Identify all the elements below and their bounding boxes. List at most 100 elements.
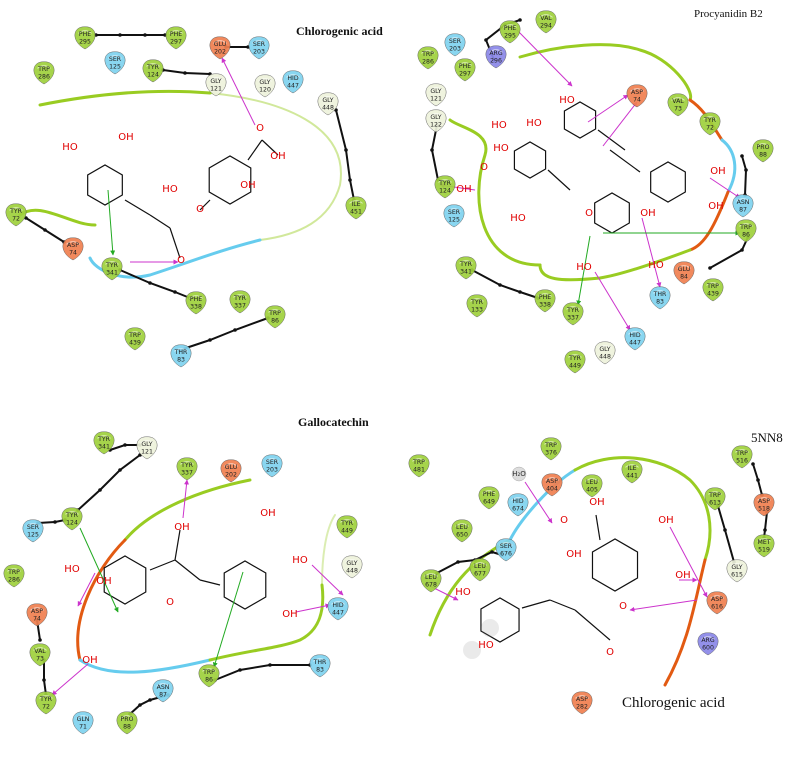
atom-label: HO (162, 184, 178, 195)
pocket-outline (573, 456, 712, 562)
atom-label: O (166, 597, 174, 608)
pocket-outline (321, 514, 336, 586)
hbond-arrow (641, 217, 662, 288)
atom-label: HO (576, 262, 592, 273)
residue-name: TRP (37, 66, 50, 73)
residue-number: 86 (742, 232, 750, 239)
atom-label: O (606, 647, 614, 658)
catechol-ring-a (563, 101, 597, 139)
atom-label: OH (118, 132, 133, 143)
residue-name: SER (448, 209, 461, 216)
pocket-outline (208, 583, 325, 662)
residue-number: 125 (448, 217, 460, 224)
chromane-ring-a (650, 161, 686, 203)
hbond-arrow (77, 572, 96, 607)
pocket-outline (209, 92, 342, 241)
residue-number: 338 (539, 302, 551, 309)
residue-name: GLU (214, 41, 226, 48)
hbond-arrow (629, 599, 698, 612)
backbone-chain (161, 68, 212, 76)
atom-label: O (480, 162, 488, 173)
residue-name: ASP (631, 89, 643, 96)
molecule-structures (18, 18, 769, 716)
chromane-ring-b (594, 192, 630, 234)
hbond-arrow (524, 481, 553, 524)
backbone-chain (435, 550, 504, 575)
panel-3-title: Gallocatechin (298, 415, 369, 429)
pocket-outline (518, 43, 693, 102)
residue-number: 73 (36, 656, 44, 663)
residue-name: GLY (430, 114, 441, 121)
residue-number: 72 (706, 125, 714, 132)
backbone-chain (24, 216, 66, 244)
backbone-chain (740, 154, 748, 197)
residue-name: TRP (706, 283, 719, 290)
interaction-arrows (51, 27, 741, 696)
backbone-chain (178, 316, 270, 352)
residue-name: HID (629, 332, 640, 339)
residue-number: 87 (739, 207, 747, 214)
residue-number: 203 (449, 46, 461, 53)
residue-number: 202 (214, 49, 226, 56)
atom-label: OH (260, 508, 275, 519)
atom-label: HO (491, 120, 507, 131)
residue-name: GLY (210, 78, 221, 85)
residue-number: 600 (702, 645, 714, 652)
atom-label: HO (510, 213, 526, 224)
residue-number: 88 (123, 724, 131, 731)
pocket-outline (663, 558, 707, 687)
residue-number: 88 (759, 152, 767, 159)
residue-name: ASN (157, 684, 170, 691)
residue-name: PHE (190, 296, 202, 303)
panel-4-subtitle: Chlorogenic acid (622, 695, 725, 711)
backbone-chain (94, 33, 167, 37)
residue-name: GLN (77, 716, 90, 723)
atom-label: OH (640, 208, 655, 219)
residue-number: 73 (674, 106, 682, 113)
residue-name: PHE (539, 294, 551, 301)
residue-number: 341 (106, 270, 118, 277)
residue-name: HID (332, 602, 343, 609)
hbond-arrow (514, 27, 573, 87)
residue-name: TYR (39, 696, 53, 703)
residue-name: SER (266, 459, 279, 466)
backbone-chain (76, 453, 142, 512)
residue-number: 83 (656, 299, 664, 306)
pocket-outline (76, 538, 127, 662)
residue-number: 83 (177, 357, 185, 364)
pi-interaction (576, 235, 591, 306)
residue-number: 516 (736, 458, 748, 465)
residue-name: LEU (456, 524, 468, 531)
b-ring (223, 560, 267, 610)
residue-number: 297 (170, 39, 182, 46)
residue-name: HID (287, 75, 298, 82)
residue-number: 447 (629, 340, 641, 347)
pi-interaction (212, 571, 244, 668)
